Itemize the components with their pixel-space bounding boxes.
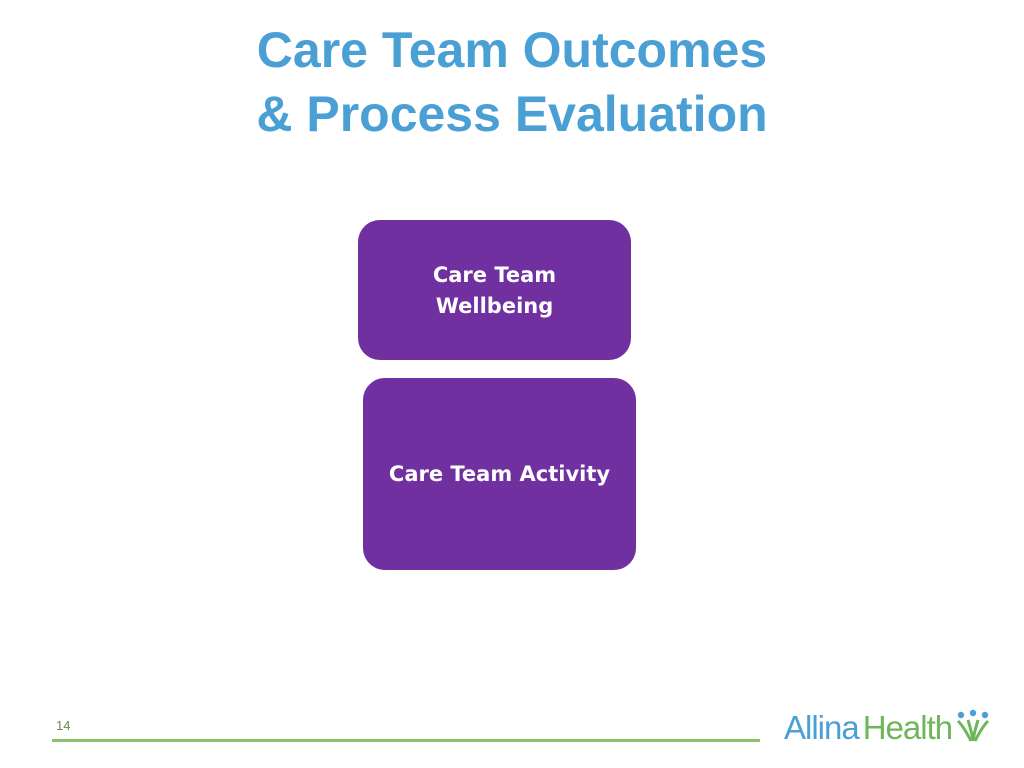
care-team-activity-label: Care Team Activity	[388, 461, 611, 486]
slide-title-line-2: & Process Evaluation	[256, 86, 768, 142]
three-people-leaf-icon	[956, 709, 990, 748]
slide-title: Care Team Outcomes & Process Evaluation	[0, 18, 1024, 146]
care-team-activity-box: Care Team Activity	[363, 378, 636, 570]
footer-divider	[52, 739, 760, 742]
allina-health-logo: Allina Health	[784, 708, 990, 748]
page-number: 14	[56, 718, 71, 733]
logo-word-allina: Allina	[784, 709, 860, 746]
care-team-wellbeing-label: Care Team Wellbeing	[432, 263, 557, 318]
logo-word-health: Health	[862, 709, 953, 746]
care-team-wellbeing-box: Care Team Wellbeing	[358, 220, 631, 360]
slide-title-line-1: Care Team Outcomes	[256, 22, 768, 78]
